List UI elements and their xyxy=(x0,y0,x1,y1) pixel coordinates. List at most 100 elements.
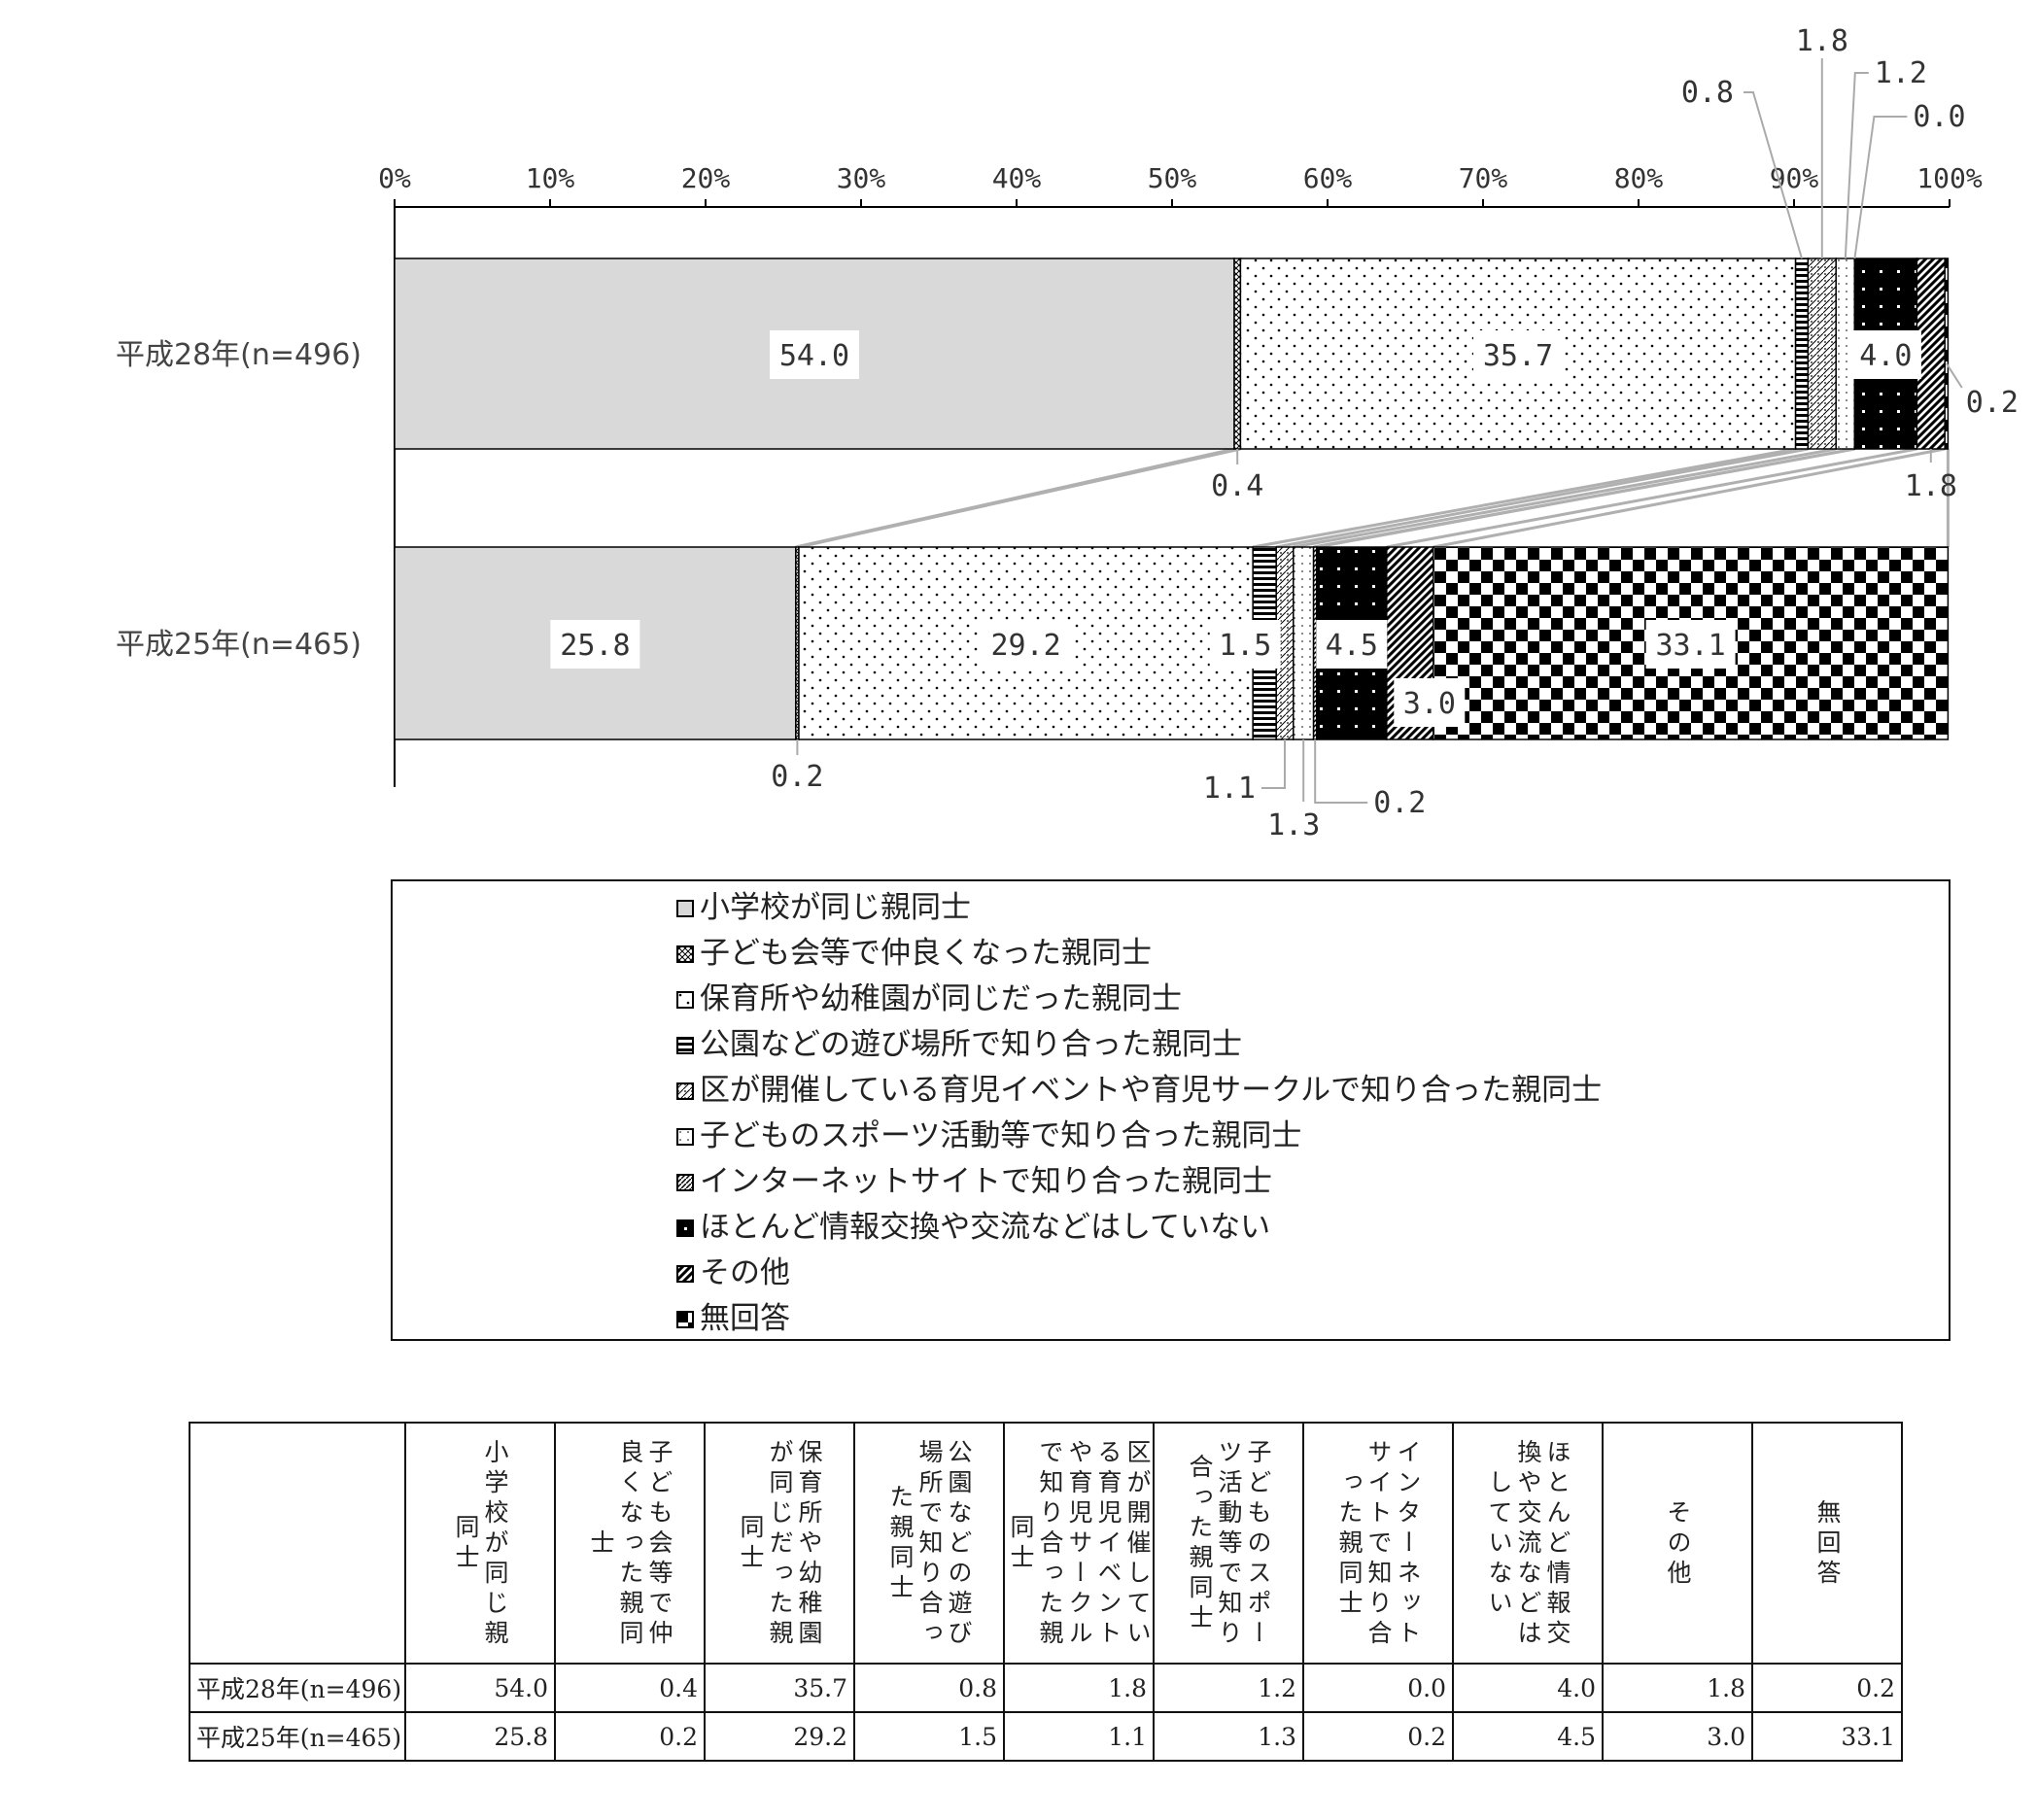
x-axis: 0%10%20%30%40%50%60%70%80%90%100% xyxy=(378,162,1983,787)
table-row-label: 平成28年(n=496) xyxy=(189,1663,406,1713)
x-tick-label: 20% xyxy=(681,162,731,194)
legend-swatch xyxy=(676,1173,694,1191)
table-header: 区が開催している育児イベントや育児サークルで知り合った親同士 xyxy=(1003,1422,1155,1665)
stacked-bar-chart: 0%10%20%30%40%50%60%70%80%90%100% 平成28年(… xyxy=(116,24,2019,842)
table-header-text: 小学校が同じ親同士 xyxy=(452,1438,509,1650)
x-tick-label: 100% xyxy=(1916,162,1983,194)
bar-segment xyxy=(1293,546,1315,740)
data-label-box xyxy=(1209,620,1281,669)
data-label-box xyxy=(1473,330,1563,379)
table-header-text: 子どものスポーツ活動等で知り合った親同士 xyxy=(1186,1438,1272,1650)
legend-label: 公園などの遊び場所で知り合った親同士 xyxy=(700,1027,1242,1062)
bar-segment xyxy=(1944,258,1950,450)
series-connector xyxy=(1275,447,1809,549)
x-tick-label: 60% xyxy=(1303,162,1353,194)
table-header-text: 区が開催している育児イベントや育児サークルで知り合った親同士 xyxy=(1007,1438,1152,1650)
legend-item: 区が開催している育児イベントや育児サークルで知り合った親同士 xyxy=(676,1068,1602,1114)
bar-segment xyxy=(1807,258,1837,450)
x-tick-label: 50% xyxy=(1148,162,1197,194)
data-label: 54.0 xyxy=(779,339,849,373)
table-header-text: その他 xyxy=(1664,1498,1692,1590)
table-header-text: 無回答 xyxy=(1813,1498,1842,1590)
legend-item: 小学校が同じ親同士 xyxy=(676,885,1602,931)
leader-line xyxy=(1945,362,1963,389)
data-label: 1.8 xyxy=(1796,24,1848,58)
table-cell: 1.2 xyxy=(1153,1663,1304,1713)
table-header-text: ほとんど情報交換や交流などはしていない xyxy=(1485,1438,1571,1650)
legend-label: 区が開催している育児イベントや育児サークルで知り合った親同士 xyxy=(700,1073,1603,1108)
legend: 小学校が同じ親同士子ども会等で仲良くなった親同士保育所や幼稚園が同じだった親同士… xyxy=(391,879,1951,1341)
data-label: 1.5 xyxy=(1219,629,1271,663)
table-cell: 54.0 xyxy=(404,1663,556,1713)
table-header: インターネットサイトで知り合った親同士 xyxy=(1302,1422,1454,1665)
legend-label: ほとんど情報交換や交流などはしていない xyxy=(700,1210,1271,1245)
table-cell: 29.2 xyxy=(704,1711,855,1762)
legend-label: 小学校が同じ親同士 xyxy=(700,890,971,925)
legend-item: 子どものスポーツ活動等で知り合った親同士 xyxy=(676,1114,1602,1159)
legend-swatch xyxy=(676,1036,694,1054)
table-cell: 0.2 xyxy=(1302,1711,1454,1762)
x-tick-label: 10% xyxy=(526,162,575,194)
series-connector xyxy=(1386,447,1917,549)
x-tick-label: 0% xyxy=(378,162,411,194)
data-table: 小学校が同じ親同士子ども会等で仲良くなった親同士保育所や幼稚園が同じだった親同士… xyxy=(189,1422,1903,1762)
data-label: 0.2 xyxy=(771,760,823,794)
data-label-box xyxy=(770,330,859,379)
table-cell: 1.8 xyxy=(1602,1663,1753,1713)
category-labels: 平成28年(n=496)平成25年(n=465) xyxy=(116,338,362,662)
legend-swatch xyxy=(676,1082,694,1100)
data-label-box xyxy=(981,620,1071,669)
data-label: 1.8 xyxy=(1905,469,1957,503)
data-label: 4.5 xyxy=(1326,629,1378,663)
data-label: 33.1 xyxy=(1655,629,1725,663)
data-label: 0.8 xyxy=(1681,76,1734,110)
series-connector xyxy=(1433,447,1946,549)
table-header-text: 公園などの遊び場所で知り合った親同士 xyxy=(886,1438,973,1650)
series-connector xyxy=(1293,447,1837,549)
data-labels: 54.00.435.70.81.81.20.04.01.80.225.80.22… xyxy=(550,24,2019,842)
leader-line xyxy=(1744,91,1803,259)
legend-label: その他 xyxy=(700,1255,790,1290)
leader-line xyxy=(1853,116,1908,259)
table-cell: 1.3 xyxy=(1153,1711,1304,1762)
table-header: 公園などの遊び場所で知り合った親同士 xyxy=(853,1422,1005,1665)
table-cell: 0.8 xyxy=(853,1663,1005,1713)
data-label: 1.1 xyxy=(1203,772,1256,806)
legend-item: 公園などの遊び場所で知り合った親同士 xyxy=(676,1022,1602,1068)
data-label: 4.0 xyxy=(1859,339,1912,373)
x-tick-label: 90% xyxy=(1770,162,1819,194)
table-corner xyxy=(189,1422,406,1665)
table-cell: 0.4 xyxy=(554,1663,706,1713)
table-header: その他 xyxy=(1602,1422,1753,1665)
table-cell: 1.1 xyxy=(1003,1711,1155,1762)
table-cell: 0.2 xyxy=(1751,1663,1903,1713)
table-cell: 35.7 xyxy=(704,1663,855,1713)
series-connector xyxy=(1252,447,1796,549)
data-label-box xyxy=(1316,620,1388,669)
legend-label: 保育所や幼稚園が同じだった親同士 xyxy=(700,981,1182,1016)
data-label: 0.2 xyxy=(1966,386,2019,420)
bar-segment xyxy=(1794,258,1810,450)
data-label: 0.0 xyxy=(1913,100,1965,134)
table-header: 小学校が同じ親同士 xyxy=(404,1422,556,1665)
data-label: 1.3 xyxy=(1267,808,1320,842)
data-label-box xyxy=(1394,678,1466,727)
connector-lines xyxy=(795,447,1950,549)
data-label-box xyxy=(1645,620,1736,669)
table-header: 子どものスポーツ活動等で知り合った親同士 xyxy=(1153,1422,1304,1665)
leader-line xyxy=(1261,739,1286,789)
legend-label: インターネットサイトで知り合った親同士 xyxy=(700,1164,1272,1199)
data-label: 1.2 xyxy=(1875,56,1927,90)
leader-line xyxy=(1844,72,1869,259)
x-tick-label: 70% xyxy=(1459,162,1508,194)
table-header-text: 子ども会等で仲良くなった親同士 xyxy=(587,1438,673,1650)
legend-swatch xyxy=(676,1127,694,1146)
data-label: 35.7 xyxy=(1483,339,1553,373)
legend-label: 子どものスポーツ活動等で知り合った親同士 xyxy=(700,1118,1302,1153)
legend-item: 無回答 xyxy=(676,1296,1602,1342)
data-label: 25.8 xyxy=(560,629,630,663)
category-label: 平成28年(n=496) xyxy=(116,338,362,372)
table-cell: 1.5 xyxy=(853,1711,1005,1762)
legend-label: 無回答 xyxy=(700,1301,790,1336)
